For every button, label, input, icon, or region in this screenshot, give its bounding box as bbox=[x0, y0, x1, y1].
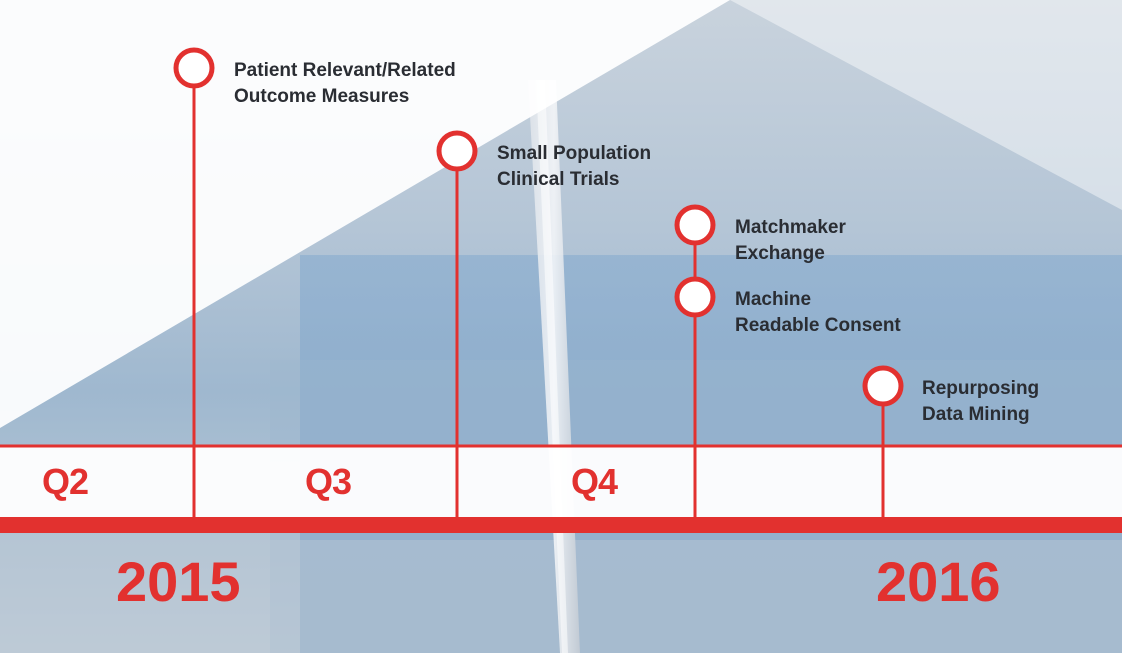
quarter-band bbox=[0, 446, 1122, 518]
milestone-label-outcome-measures: Patient Relevant/Related Outcome Measure… bbox=[234, 58, 456, 110]
circle-marker-icon bbox=[436, 130, 478, 172]
diagonal-overlay bbox=[0, 0, 730, 428]
milestone-line: Patient Relevant/Related bbox=[234, 60, 456, 81]
main-timeline-bar bbox=[0, 517, 1122, 533]
circle-marker-icon bbox=[862, 365, 904, 407]
circle-marker-icon bbox=[173, 47, 215, 89]
milestone-line: Small Population bbox=[497, 143, 652, 164]
milestone-label-matchmaker: Matchmaker Exchange bbox=[735, 215, 846, 267]
milestone-line: Machine bbox=[735, 289, 812, 310]
milestone-line: Readable Consent bbox=[735, 315, 901, 336]
milestone-label-repurposing: Repurposing Data Mining bbox=[922, 376, 1039, 428]
milestone-label-consent: Machine Readable Consent bbox=[735, 287, 901, 339]
milestone-line: Exchange bbox=[735, 243, 825, 264]
circle-marker-icon bbox=[674, 204, 716, 246]
year-label-2015: 2015 bbox=[116, 550, 241, 613]
quarter-label-q4: Q4 bbox=[571, 461, 618, 502]
circle-marker-icon bbox=[674, 276, 716, 318]
quarter-label-q3: Q3 bbox=[305, 461, 352, 502]
milestone-line: Matchmaker bbox=[735, 217, 846, 238]
milestone-line: Data Mining bbox=[922, 404, 1030, 425]
milestone-label-small-population: Small Population Clinical Trials bbox=[497, 141, 651, 193]
milestone-line: Clinical Trials bbox=[497, 169, 620, 190]
milestone-line: Repurposing bbox=[922, 378, 1040, 399]
milestone-line: Outcome Measures bbox=[234, 86, 410, 107]
quarter-label-q2: Q2 bbox=[42, 461, 89, 502]
year-label-2016: 2016 bbox=[876, 550, 1001, 613]
